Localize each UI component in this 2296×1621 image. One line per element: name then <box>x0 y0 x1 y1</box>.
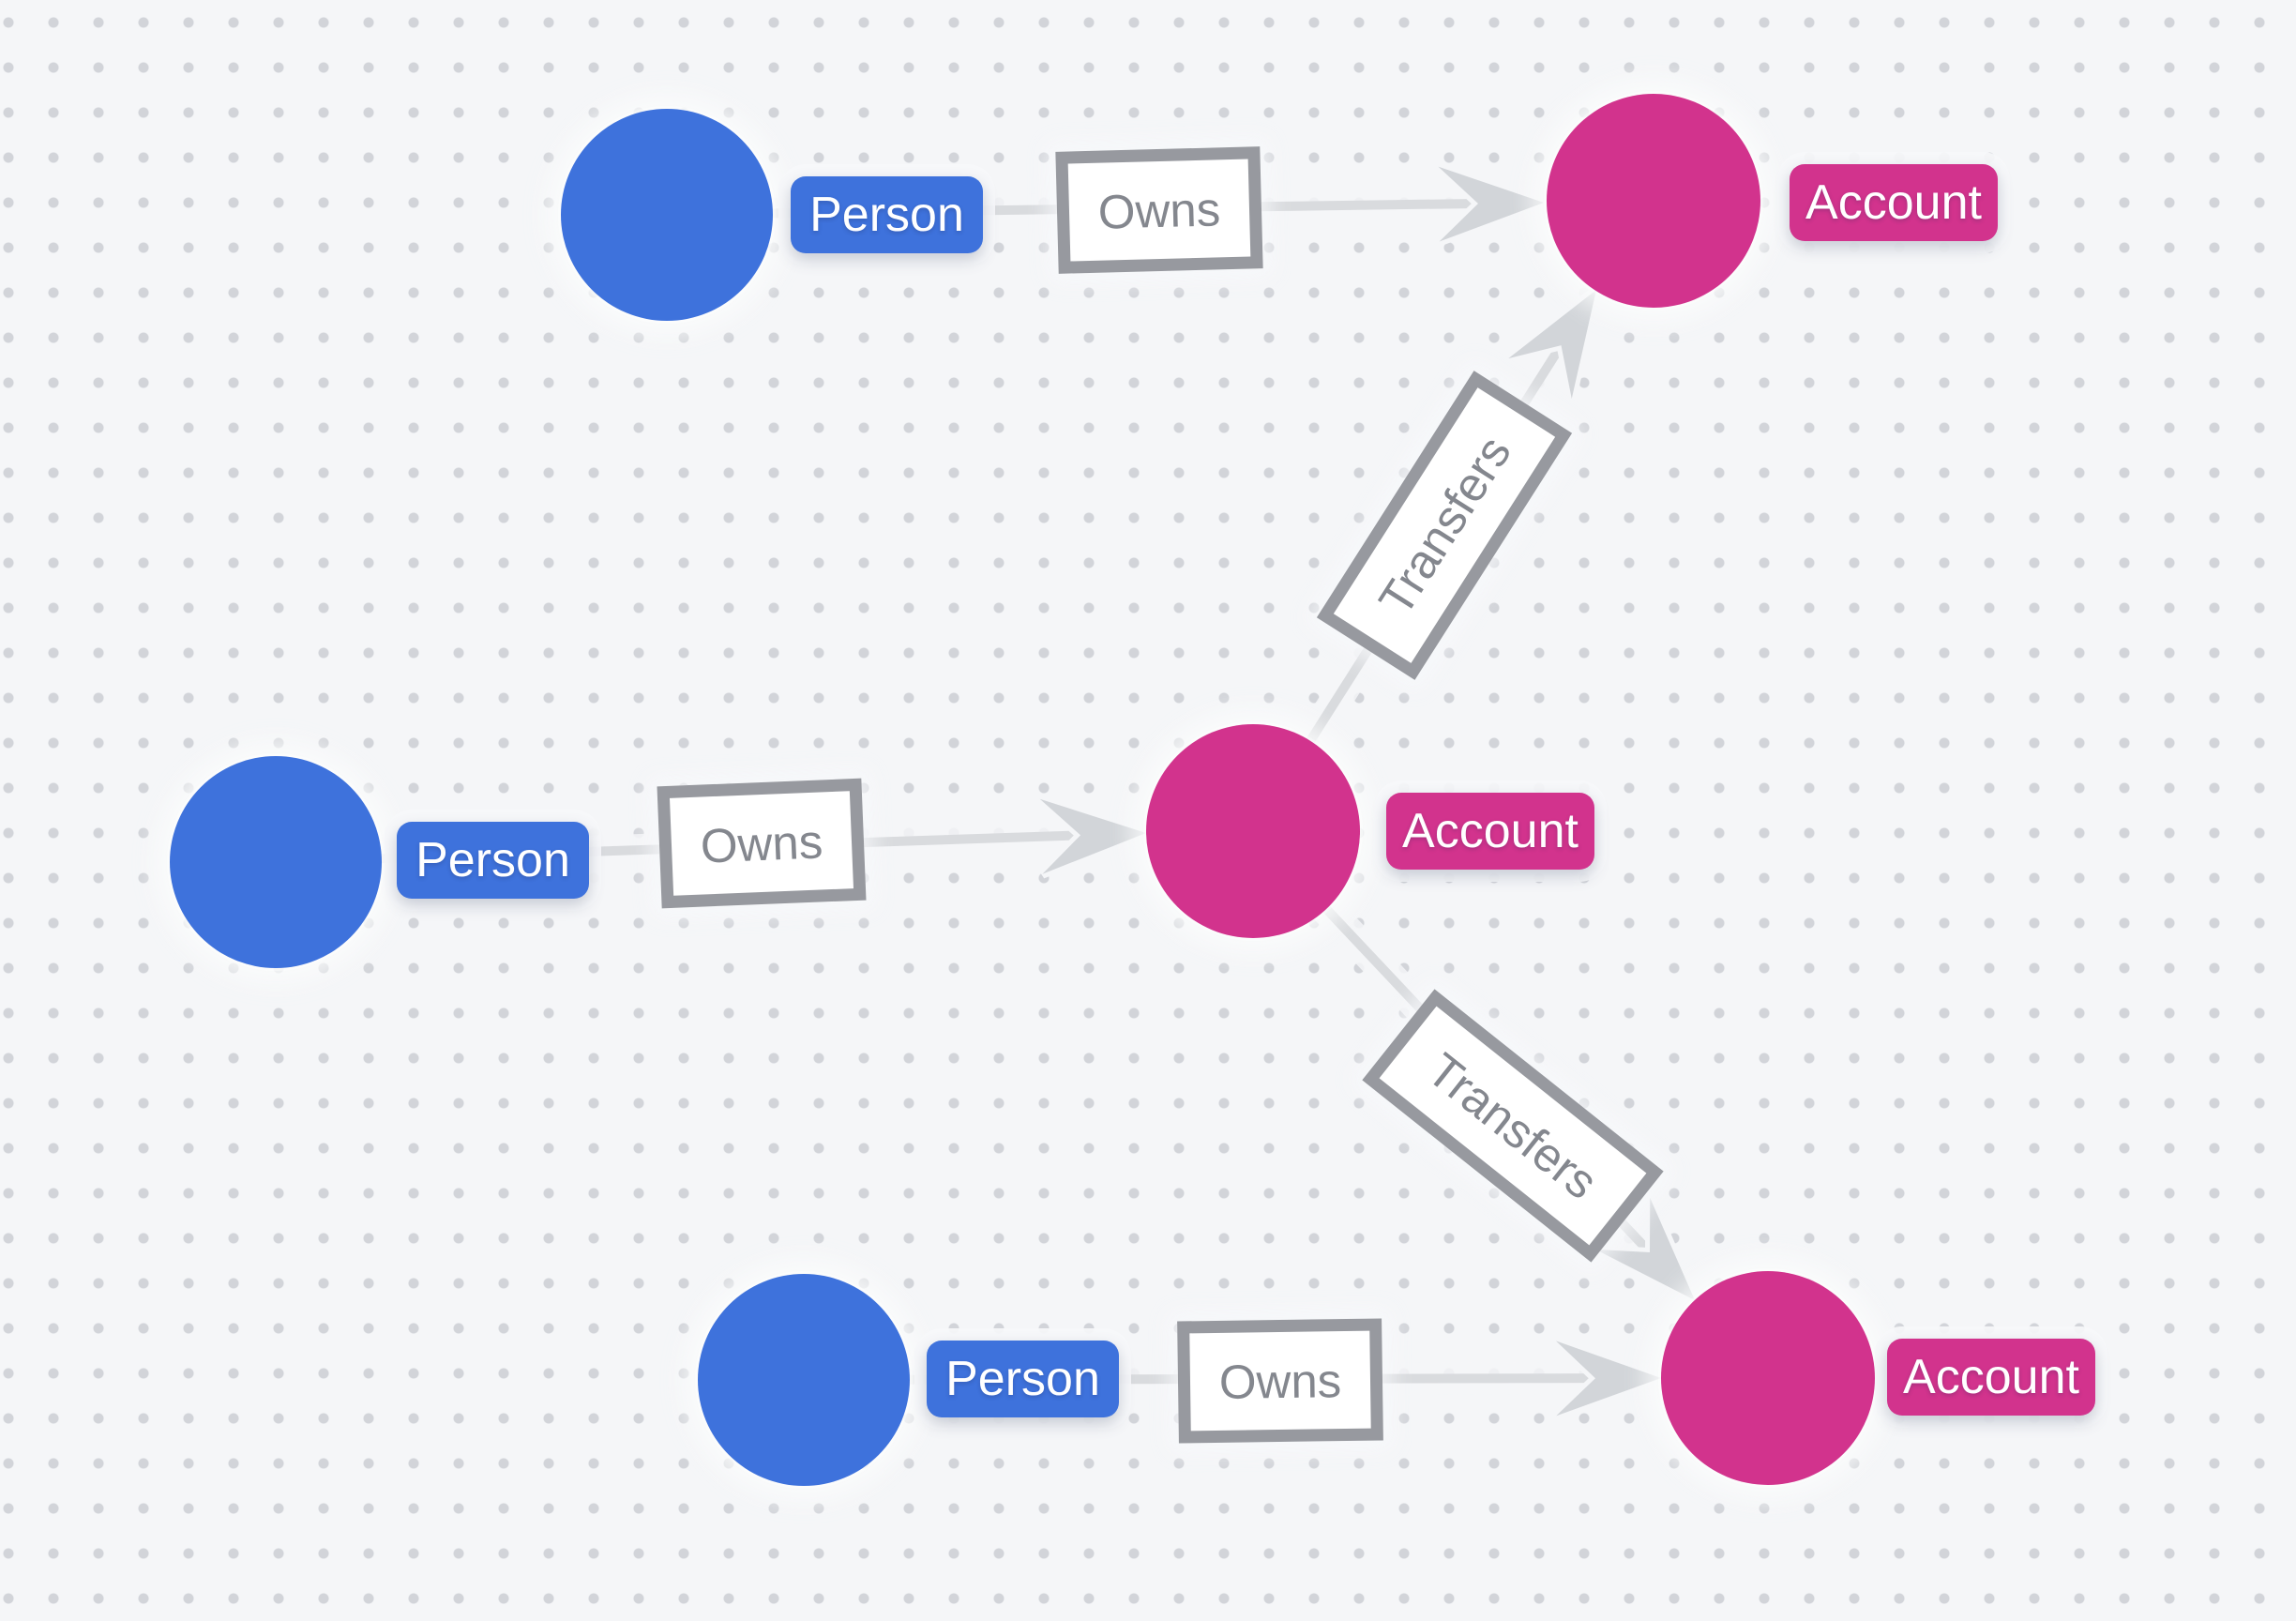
node-label-account-2[interactable]: Account <box>1386 793 1594 870</box>
edge-label-owns-2[interactable]: Owns <box>657 778 867 909</box>
node-label-person-1[interactable]: Person <box>791 176 983 253</box>
node-label-person-3[interactable]: Person <box>927 1341 1119 1417</box>
arrowhead-icon <box>1593 1196 1705 1310</box>
node-account-2[interactable] <box>1146 724 1360 938</box>
arrowhead-icon <box>1435 161 1558 247</box>
node-person-1[interactable] <box>561 109 773 321</box>
node-account-3[interactable] <box>1661 1271 1875 1485</box>
arrowhead-icon <box>1036 794 1160 879</box>
arrowhead-icon <box>1552 1336 1675 1421</box>
edge-label-owns-3[interactable]: Owns <box>1177 1318 1383 1444</box>
edge-label-owns-1[interactable]: Owns <box>1055 146 1263 274</box>
node-label-account-3[interactable]: Account <box>1887 1339 2095 1416</box>
node-label-account-1[interactable]: Account <box>1790 164 1998 241</box>
node-person-2[interactable] <box>170 756 382 968</box>
node-person-3[interactable] <box>698 1274 910 1486</box>
arrowhead-icon <box>1505 278 1604 401</box>
node-label-person-2[interactable]: Person <box>397 822 589 899</box>
node-account-1[interactable] <box>1547 94 1760 308</box>
